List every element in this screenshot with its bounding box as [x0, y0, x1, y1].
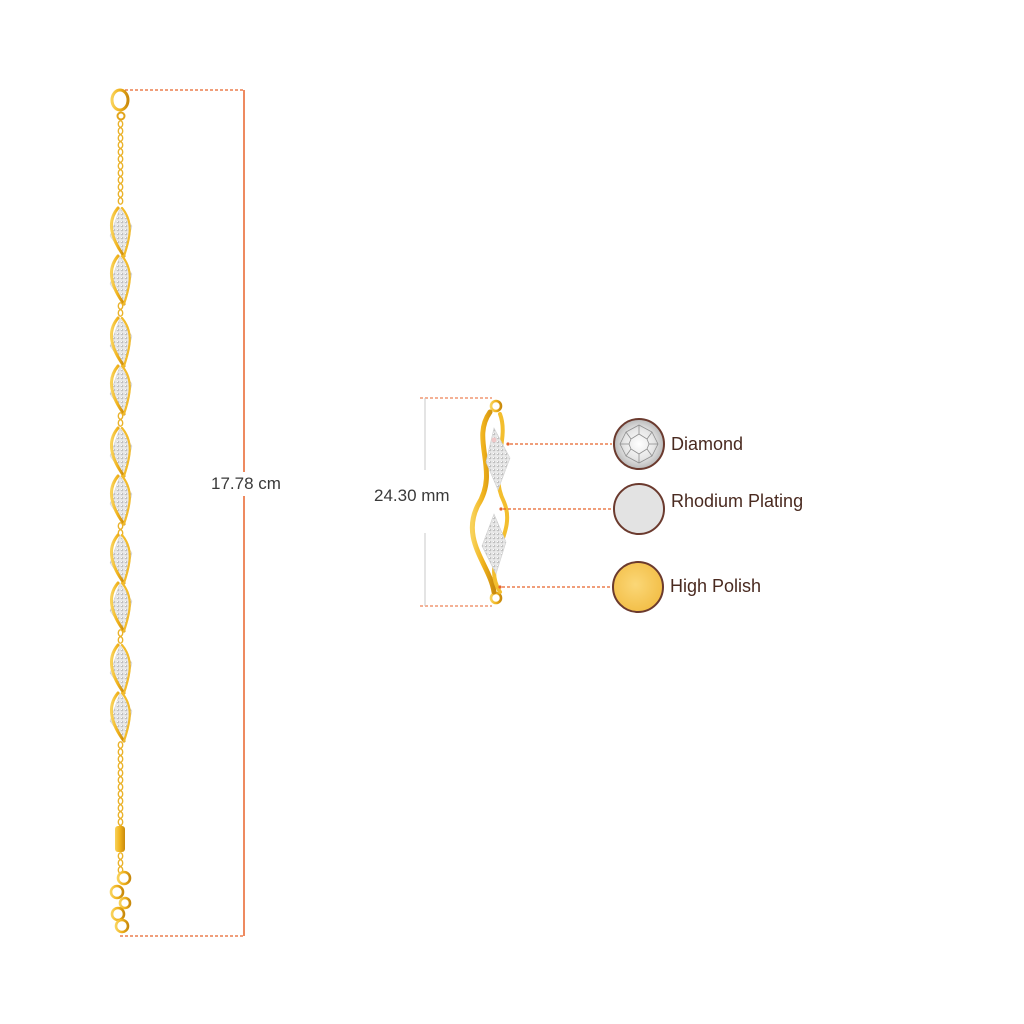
gold-swatch-icon: [612, 561, 664, 613]
link-length-label: 24.30 mm: [374, 486, 450, 506]
rhodium-swatch-icon: [613, 483, 665, 535]
bracelet-image: [109, 88, 133, 934]
legend-rhodium-label: Rhodium Plating: [671, 491, 804, 511]
legend-polish-label: High Polish: [670, 576, 762, 596]
link-detail-image: [469, 399, 511, 605]
legend-diamond-label: Diamond: [671, 434, 744, 454]
legend-leaders: [498, 442, 612, 589]
link-length-dimension: [420, 397, 492, 607]
bracelet-length-dimension: [120, 89, 245, 937]
diamond-swatch-icon: [613, 418, 665, 470]
bracelet-length-label: 17.78 cm: [211, 472, 281, 496]
